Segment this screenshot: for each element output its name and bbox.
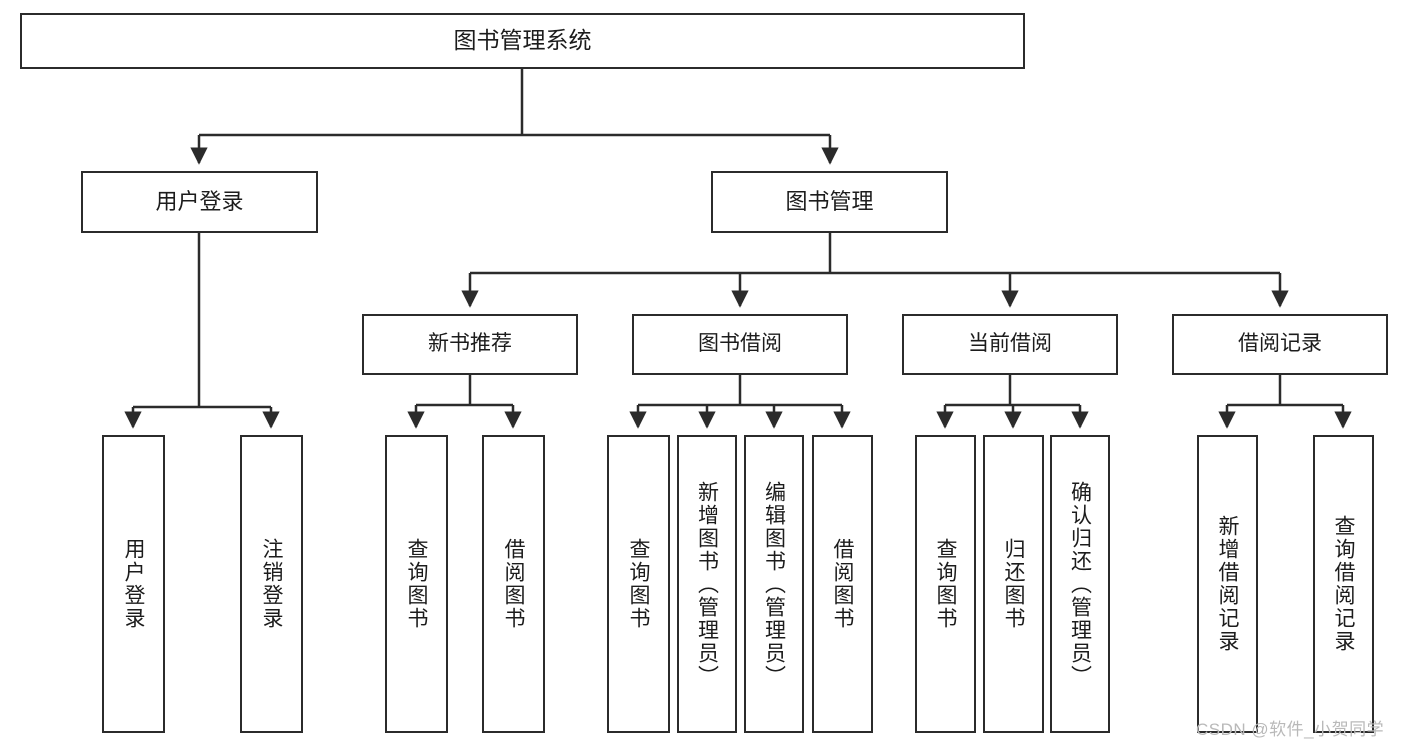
node-root-label: 图书管理系统 [453, 27, 592, 54]
node-book-management[interactable]: 图书管理 [711, 171, 948, 233]
leaf-node-label: 归还图书 [1002, 538, 1025, 630]
leaf-node-label: 注销登录 [260, 538, 283, 630]
leaf-node-label: 查询图书 [627, 538, 650, 630]
leaf-node[interactable]: 新增图书（管理员） [677, 435, 737, 733]
leaf-node[interactable]: 用户登录 [102, 435, 165, 733]
leaf-node[interactable]: 查询图书 [385, 435, 448, 733]
node-new-book-recommend-label: 新书推荐 [428, 332, 512, 356]
node-user-login-label: 用户登录 [155, 189, 244, 215]
node-book-management-label: 图书管理 [785, 189, 874, 215]
leaf-node-label: 借阅图书 [502, 538, 525, 630]
node-current-borrow[interactable]: 当前借阅 [902, 314, 1118, 375]
leaf-node-label: 查询图书 [934, 538, 957, 630]
leaf-node-label: 查询借阅记录 [1332, 515, 1355, 653]
leaf-node[interactable]: 借阅图书 [482, 435, 545, 733]
node-borrow-record[interactable]: 借阅记录 [1172, 314, 1388, 375]
node-borrow-record-label: 借阅记录 [1238, 332, 1322, 356]
leaf-node-label: 用户登录 [122, 538, 145, 630]
leaf-node-label: 编辑图书（管理员） [762, 480, 786, 688]
leaf-node[interactable]: 查询图书 [607, 435, 670, 733]
leaf-node[interactable]: 借阅图书 [812, 435, 873, 733]
node-current-borrow-label: 当前借阅 [968, 332, 1052, 356]
leaf-node[interactable]: 编辑图书（管理员） [744, 435, 804, 733]
leaf-node-label: 确认归还（管理员） [1068, 480, 1092, 688]
node-user-login[interactable]: 用户登录 [81, 171, 318, 233]
node-book-borrow[interactable]: 图书借阅 [632, 314, 848, 375]
leaf-node-label: 查询图书 [405, 538, 428, 630]
node-new-book-recommend[interactable]: 新书推荐 [362, 314, 578, 375]
leaf-node-label: 新增图书（管理员） [695, 480, 719, 688]
leaf-node[interactable]: 新增借阅记录 [1197, 435, 1258, 733]
leaf-node[interactable]: 注销登录 [240, 435, 303, 733]
leaf-node[interactable]: 查询图书 [915, 435, 976, 733]
node-root[interactable]: 图书管理系统 [20, 13, 1025, 69]
leaf-node[interactable]: 归还图书 [983, 435, 1044, 733]
leaf-node[interactable]: 确认归还（管理员） [1050, 435, 1110, 733]
node-book-borrow-label: 图书借阅 [698, 332, 782, 356]
leaf-node-label: 借阅图书 [831, 538, 854, 630]
leaf-node[interactable]: 查询借阅记录 [1313, 435, 1374, 733]
watermark-text: CSDN @软件_小贺同学 [1196, 720, 1385, 739]
leaf-node-label: 新增借阅记录 [1216, 515, 1239, 653]
